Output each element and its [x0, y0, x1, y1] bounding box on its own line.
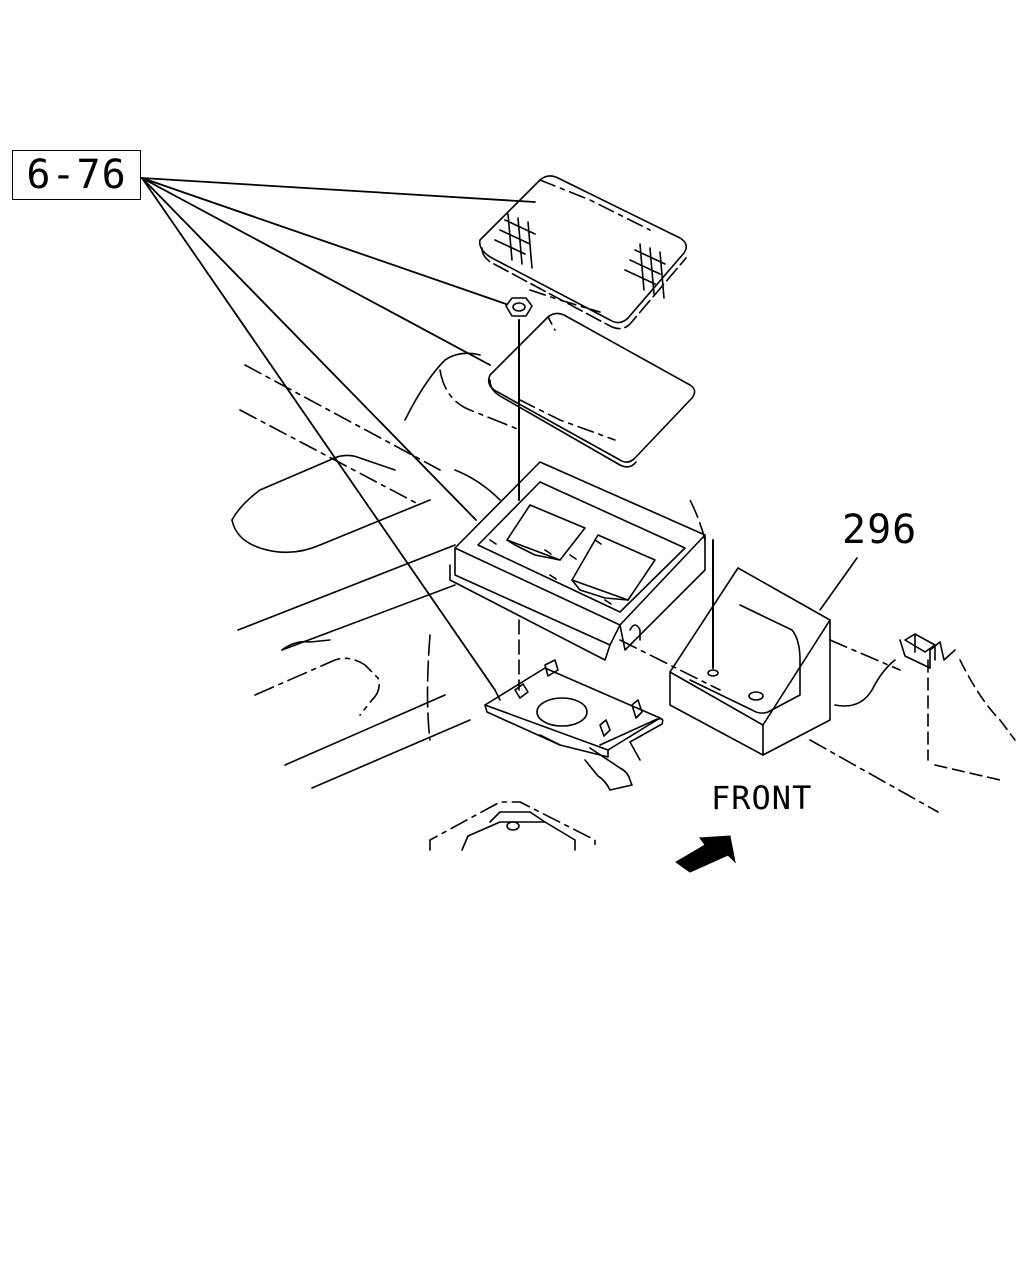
vent-grille-left — [494, 213, 536, 269]
right-panel-outline — [619, 499, 1016, 813]
front-direction-label: FRONT — [711, 779, 813, 817]
front-floor-outline — [429, 801, 596, 851]
mounting-bracket — [484, 659, 664, 791]
nut — [505, 297, 533, 317]
reference-leaders — [141, 177, 536, 691]
body-floor-outline — [231, 352, 521, 789]
vent-grille-right — [624, 243, 666, 299]
console-box — [449, 461, 706, 661]
front-arrow-icon — [675, 835, 736, 873]
console-mat — [487, 312, 696, 468]
part-296-box — [669, 567, 831, 756]
part-number-label[interactable]: 296 — [842, 507, 918, 553]
reference-number-box[interactable]: 6-76 — [12, 150, 141, 200]
console-lid — [478, 175, 688, 330]
assembly-dashes — [519, 179, 651, 441]
part-296-leader — [819, 557, 858, 611]
